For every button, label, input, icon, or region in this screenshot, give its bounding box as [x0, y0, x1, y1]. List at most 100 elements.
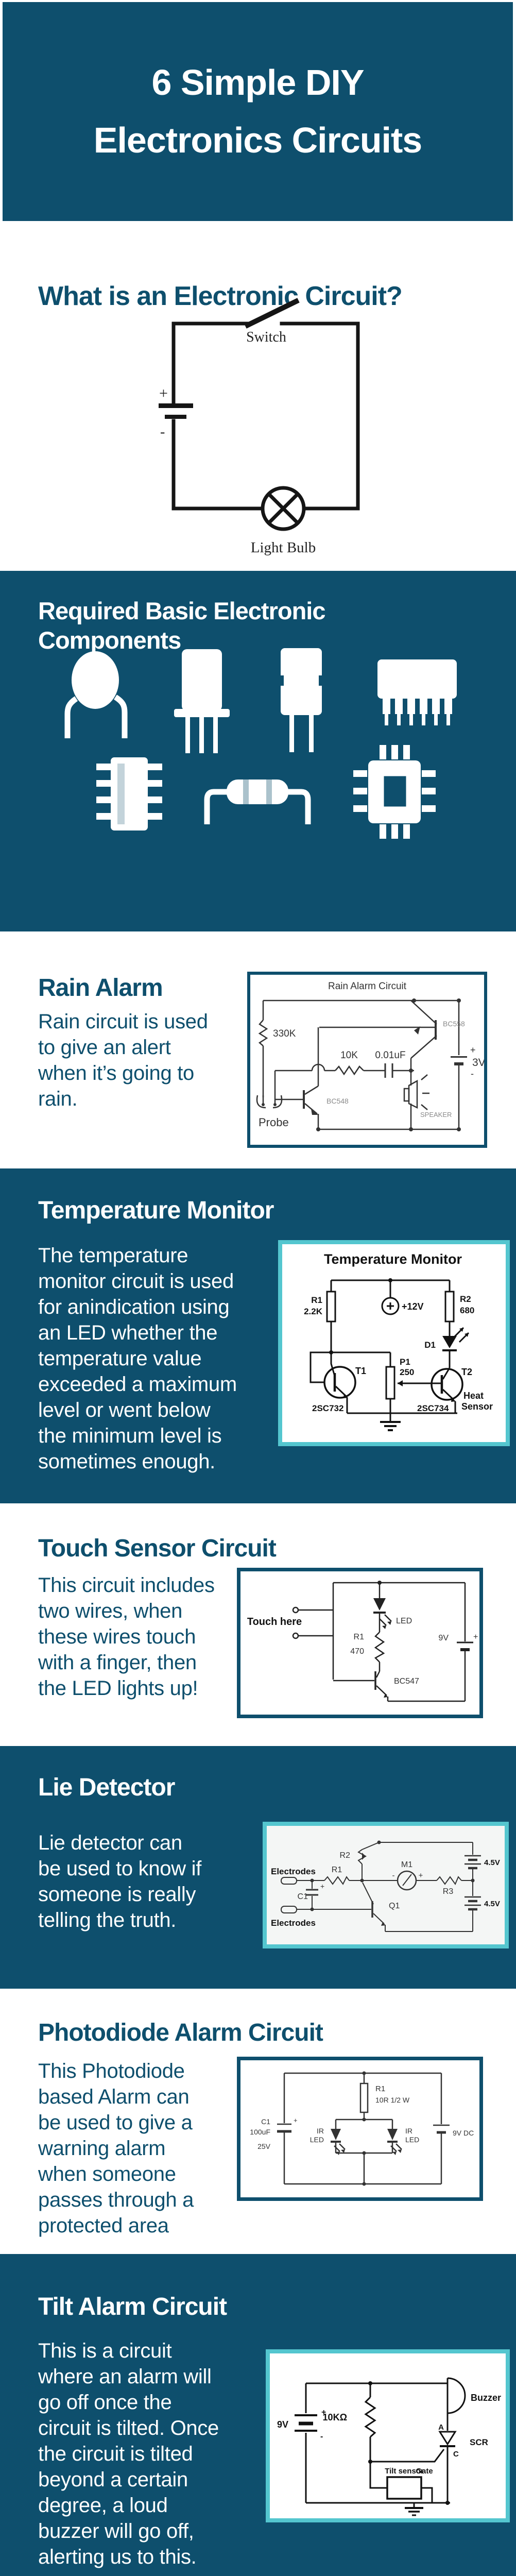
intro-title: What is an Electronic Circuit?: [38, 281, 403, 311]
temp-heat2: Sensor: [461, 1401, 493, 1412]
tilt-circuit-box: 9V + - 10KΩ Buzzer A SCR C Gate Tilt sen…: [266, 2349, 510, 2522]
touch-led-label: LED: [396, 1617, 412, 1625]
rain-wires: [256, 999, 460, 1130]
photodiode-circuit-box: R1 10R 1/2 W C1 100uF 25V + IR LED IR LE…: [237, 2057, 483, 2201]
touch-q1: BC547: [394, 1677, 419, 1686]
rain-r1-label: 330K: [273, 1028, 296, 1039]
touch-battery: 9V: [438, 1634, 449, 1642]
rain-bat-plus: +: [470, 1045, 476, 1055]
rain-body: Rain circuit is used to give an alert wh…: [38, 1010, 208, 1110]
rain-speaker-label: SPEAKER: [420, 1111, 452, 1118]
touch-circuit-diagram: Touch here LED R1 470 9V + BC547: [247, 1581, 478, 1702]
temp-supply: +12V: [402, 1301, 424, 1312]
tilt-buzzer: Buzzer: [471, 2393, 501, 2403]
rain-battery: [451, 1056, 467, 1065]
temperature-circuit-box: Temperature Monitor R1 2.2K +12V R2 680 …: [278, 1240, 510, 1446]
lie-m1: M1: [401, 1860, 412, 1869]
lie-c1: C1: [298, 1892, 308, 1901]
rain-nodes: [262, 998, 461, 1131]
photodiode-title: Photodiode Alarm Circuit: [38, 2019, 323, 2046]
lie-r3: R3: [443, 1887, 454, 1896]
lie-q1: Q1: [389, 1902, 400, 1910]
photo-wires: [277, 2072, 450, 2185]
rain-title: Rain Alarm: [38, 974, 163, 1002]
touch-circuit-box: Touch here LED R1 470 9V + BC547: [237, 1568, 483, 1718]
touch-r1: R1: [354, 1633, 365, 1641]
lie-bat2: 4.5V: [484, 1900, 500, 1908]
battery-symbol: [159, 403, 193, 419]
header-section: 6 Simple DIY Electronics Circuits: [3, 2, 513, 221]
microchip-icon: [353, 745, 436, 839]
temp-heat1: Heat: [463, 1391, 484, 1401]
photodiode-icon: [64, 651, 128, 738]
photo-symbols: [331, 2071, 402, 2186]
tilt-plus: +: [321, 2408, 326, 2417]
basic-circuit-diagram: + - Switch Light Bulb: [159, 298, 360, 556]
rain-circuit-box: Rain Alarm Circuit 330K BC558 10K 0.01uF…: [247, 972, 487, 1148]
photodiode-circuit-diagram: R1 10R 1/2 W C1 100uF 25V + IR LED IR LE…: [250, 2071, 474, 2186]
temp-p1v: 250: [400, 1367, 414, 1377]
touch-plus: +: [473, 1633, 478, 1641]
lie-c1-plus: +: [320, 1882, 324, 1890]
photo-c1-plus: +: [294, 2116, 298, 2124]
tilt-nodes: [368, 2381, 450, 2505]
rain-bat-minus: -: [471, 1069, 474, 1079]
transistor-icon: [174, 649, 230, 753]
lie-nodes: [310, 1840, 475, 1926]
touch-here-label: Touch here: [247, 1616, 302, 1628]
lie-r2: R2: [340, 1851, 351, 1860]
touch-body: This circuit includes two wires, when th…: [38, 1574, 215, 1700]
dip-ic-icon: [96, 757, 162, 831]
rain-probe-label: Probe: [259, 1116, 289, 1129]
temperature-title: Temperature Monitor: [38, 1197, 274, 1224]
tilt-minus: -: [320, 2432, 323, 2441]
touch-symbols: [373, 1581, 391, 1698]
battery-minus-label: -: [160, 424, 165, 440]
components-title-line2: Components: [38, 626, 181, 654]
temperature-body: The temperature monitor circuit is used …: [38, 1244, 237, 1473]
page-title: 6 Simple DIY Electronics Circuits: [3, 54, 513, 169]
lie-bat1: 4.5V: [484, 1858, 500, 1867]
page-title-line1: 6 Simple DIY: [151, 62, 364, 103]
sip-ic-icon: [377, 659, 457, 725]
photo-c1v2: 25V: [257, 2142, 271, 2150]
temp-p1: P1: [400, 1357, 410, 1367]
lie-title: Lie Detector: [38, 1774, 175, 1801]
temp-r2: R2: [460, 1294, 471, 1304]
light-bulb-label: Light Bulb: [251, 539, 316, 556]
photo-c1: C1: [261, 2117, 270, 2126]
rain-r2-label: 10K: [340, 1050, 358, 1061]
rain-q1-label: BC548: [326, 1097, 349, 1105]
tilt-title: Tilt Alarm Circuit: [38, 2293, 227, 2320]
lie-body: Lie detector can be used to know if some…: [38, 1832, 202, 1931]
touch-title: Touch Sensor Circuit: [38, 1535, 277, 1562]
lie-minus: -: [392, 1871, 395, 1880]
photo-c1v: 100uF: [250, 2128, 270, 2136]
tilt-gate: Gate: [416, 2467, 433, 2476]
photo-led2b: LED: [405, 2136, 419, 2144]
components-title-line1: Required Basic Electronic: [38, 597, 325, 624]
photodiode-body: This Photodiode based Alarm can be used …: [38, 2060, 194, 2237]
rain-q2-label: BC558: [443, 1020, 465, 1028]
tilt-body: This is a circuit where an alarm will go…: [38, 2340, 219, 2568]
rain-c1-label: 0.01uF: [375, 1050, 405, 1061]
tilt-scr: SCR: [470, 2437, 488, 2447]
touch-wires: [292, 1582, 473, 1702]
lie-r1: R1: [332, 1866, 342, 1874]
circuit-loop: [171, 298, 360, 531]
temp-wires: [309, 1279, 470, 1431]
components-section: [0, 571, 516, 931]
temp-r2v: 680: [460, 1306, 474, 1315]
temp-t2: T2: [461, 1367, 472, 1377]
temp-circuit-title: Temperature Monitor: [324, 1251, 462, 1267]
lie-circuit-box: Electrodes Electrodes R1 R2 M1 - + R3 C1…: [263, 1822, 509, 1948]
lie-electrodes-top: Electrodes: [271, 1867, 316, 1876]
touch-r1v: 470: [350, 1647, 364, 1656]
switch-label: Switch: [246, 329, 286, 345]
lie-electrodes-bottom: Electrodes: [271, 1918, 316, 1928]
component-icons: [64, 648, 457, 839]
temp-r1v: 2.2K: [304, 1307, 323, 1316]
photo-r1v: 10R 1/2 W: [375, 2096, 410, 2104]
photo-led1b: LED: [310, 2136, 324, 2144]
